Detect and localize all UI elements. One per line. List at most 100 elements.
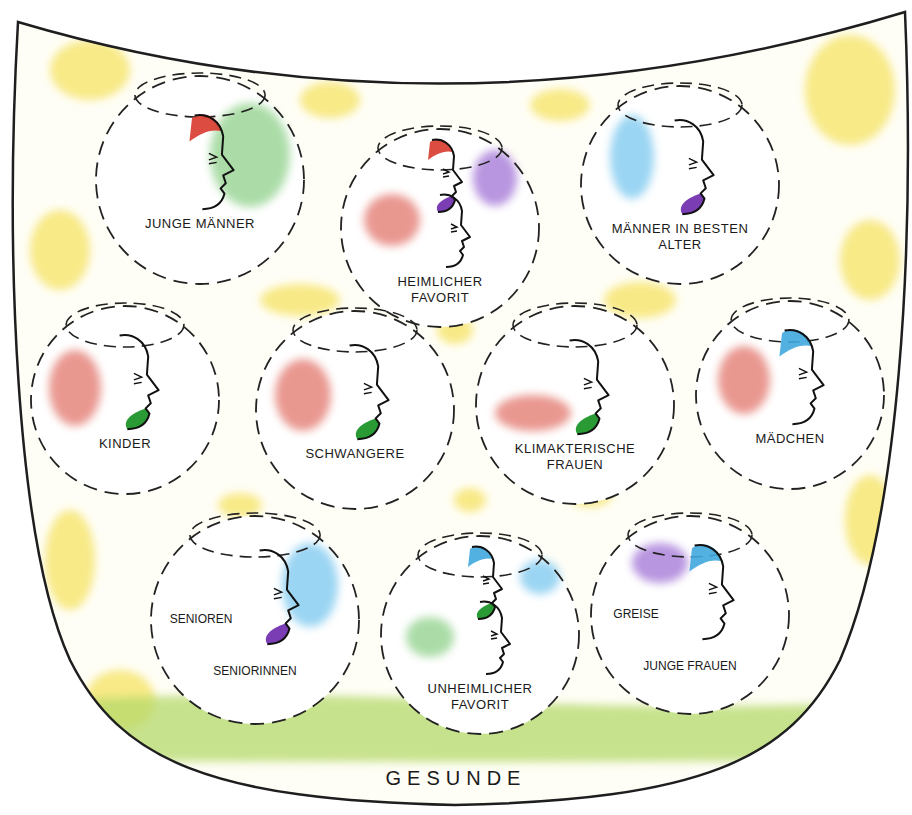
circle-shape (30, 305, 220, 495)
circle-shape (580, 85, 780, 285)
dashed-circle (591, 516, 789, 714)
chin-colour (437, 196, 455, 212)
yellow-shading (840, 220, 900, 300)
circle-shape (695, 300, 885, 490)
circle-fill (341, 129, 539, 327)
group-label: MÄDCHEN (715, 431, 865, 447)
eye (709, 583, 717, 593)
group-label: UNHEIMLICHER FAVORIT (415, 681, 545, 712)
group-label: JUNGE MÄNNER (125, 216, 275, 232)
group-label: MÄNNER IN BESTEN ALTER (605, 221, 755, 252)
group-label: GREISE (596, 607, 676, 621)
dashed-cap (418, 533, 542, 577)
group-label: SENIOREN (161, 612, 241, 626)
circle-shape (95, 75, 305, 285)
face-profile (480, 602, 510, 674)
eye (584, 378, 592, 388)
dashed-circle (96, 76, 304, 284)
colour-patch (610, 115, 654, 199)
group-circle: KINDER (30, 305, 220, 495)
circle-fill (31, 306, 219, 494)
dashed-circle (151, 516, 359, 724)
face-profile (675, 120, 714, 214)
group-circle: HEIMLICHER FAVORIT (340, 128, 540, 328)
yellow-shading (30, 210, 90, 290)
dashed-cap (628, 513, 752, 557)
dashed-circle (581, 86, 779, 284)
chin-colour (681, 193, 705, 214)
eye (491, 631, 497, 639)
chin-colour (356, 418, 380, 439)
circle-fill (96, 76, 304, 284)
group-circle: KLIMAKTERISCHE FRAUEN (475, 305, 675, 505)
dashed-circle (256, 311, 454, 509)
dashed-circle (696, 301, 884, 489)
yellow-shading (45, 510, 95, 610)
circle-fill (476, 306, 674, 504)
eye (364, 383, 372, 393)
dashed-circle (31, 306, 219, 494)
face-profile (440, 195, 470, 267)
group-label: SCHWANGERE (280, 446, 430, 462)
profile-line (675, 120, 714, 214)
colour-patch (718, 346, 770, 414)
dashed-circle (476, 306, 674, 504)
yellow-shading (300, 82, 360, 118)
bowl-outline (13, 12, 908, 805)
profile-line (570, 340, 609, 434)
profile-line (480, 602, 510, 674)
colour-patch (520, 560, 560, 594)
yellow-shading (530, 89, 590, 121)
group-label: HEIMLICHER FAVORIT (375, 274, 505, 305)
circle-fill (591, 516, 789, 714)
eye (483, 576, 489, 584)
circle-shape (475, 305, 675, 505)
eye (443, 169, 449, 177)
profile-line (260, 550, 299, 644)
colour-patch (275, 359, 331, 431)
group-label: KLIMAKTERISCHE FRAUEN (500, 441, 650, 472)
yellow-shading (805, 35, 895, 145)
eye (209, 153, 217, 163)
dashed-cap (190, 513, 320, 557)
group-circle: JUNGE MÄNNER (95, 75, 305, 285)
face-profile (570, 340, 609, 434)
face-profile (350, 345, 389, 439)
profile-line (440, 195, 470, 267)
bowl-fill (13, 12, 908, 805)
dashed-circle (341, 129, 539, 327)
yellow-shading (604, 282, 676, 318)
dashed-cap (66, 303, 184, 347)
group-label: KINDER (50, 436, 200, 452)
group-circle: MÄDCHEN (695, 300, 885, 490)
colour-patch (473, 150, 517, 206)
face-profile (260, 550, 299, 644)
chin-colour (266, 623, 290, 644)
yellow-shading (454, 488, 486, 512)
circle-fill (381, 536, 579, 734)
hair-colour (428, 139, 453, 160)
profile-line (120, 335, 159, 429)
chin-colour (576, 413, 600, 434)
face-profile (189, 115, 233, 210)
circle-fill (256, 311, 454, 509)
region-label: GESUNDE (0, 766, 912, 790)
colour-patch (406, 617, 454, 657)
group-label: JUNGE FRAUEN (625, 659, 755, 673)
face-profile (120, 335, 159, 429)
chin-colour (477, 603, 495, 619)
eye (451, 224, 457, 232)
face-profile (689, 545, 733, 640)
circle-fill (696, 301, 884, 489)
circle-fill (151, 516, 359, 724)
dashed-cap (378, 126, 502, 170)
chin-colour (126, 408, 150, 429)
profile-line (350, 345, 389, 439)
group-circle: SCHWANGERE (255, 310, 455, 510)
eye (274, 588, 282, 598)
colour-patch (495, 395, 571, 431)
yellow-shading (260, 284, 340, 316)
group-circle: SENIORENSENIORINNEN (150, 515, 360, 725)
